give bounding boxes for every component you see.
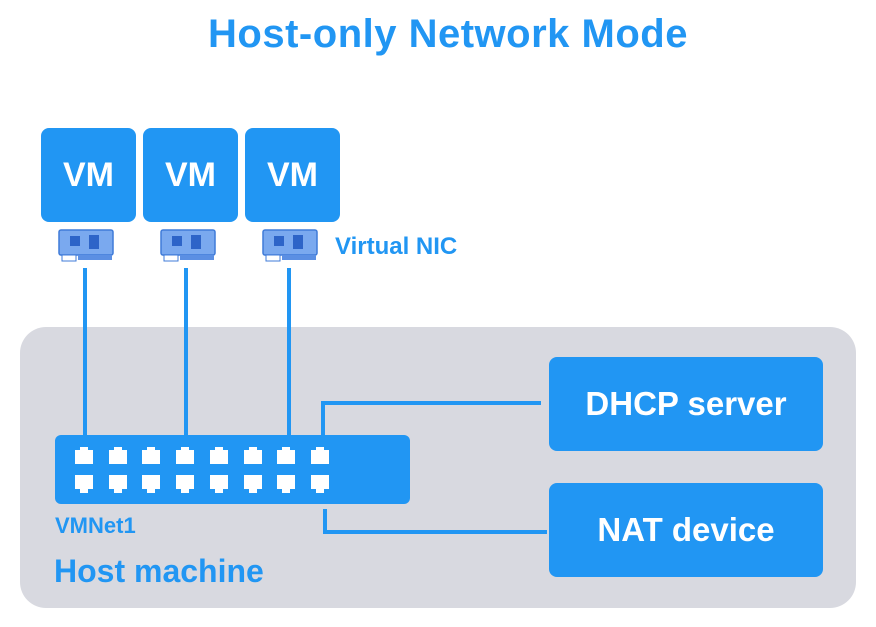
ethernet-port-icon: [176, 475, 195, 493]
virtual-nic-label: Virtual NIC: [335, 233, 458, 260]
ethernet-port-icon: [75, 475, 93, 493]
ethernet-port-icon: [142, 475, 161, 493]
host-machine-label: Host machine: [54, 553, 264, 589]
ethernet-port-icon: [142, 447, 161, 464]
nat-connection-line-horizontal: [323, 530, 547, 534]
dhcp-server-box: DHCP server: [549, 357, 823, 451]
network-card-icon: [262, 229, 318, 262]
dhcp-connection-line-vertical: [321, 401, 325, 435]
ethernet-port-icon: [243, 447, 262, 464]
ethernet-port-icon: [108, 447, 127, 464]
ethernet-port-icon: [75, 447, 93, 464]
ethernet-port-icon: [209, 475, 228, 493]
vm-box-1: VM: [41, 128, 136, 222]
network-card-icon: [58, 229, 114, 262]
vm1-connection-line: [83, 268, 87, 436]
diagram-title: Host-only Network Mode: [208, 12, 688, 56]
dhcp-connection-line-horizontal: [321, 401, 541, 405]
nat-device-box: NAT device: [549, 483, 823, 577]
vmnet-label: VMNet1: [55, 513, 136, 538]
ethernet-port-icon: [310, 447, 329, 464]
nat-connection-line-vertical: [323, 509, 327, 533]
vm-box-2: VM: [143, 128, 238, 222]
ethernet-port-icon: [277, 447, 296, 464]
ethernet-port-icon: [108, 475, 127, 493]
ethernet-port-icon: [243, 475, 262, 493]
vm2-connection-line: [184, 268, 188, 436]
vm3-connection-line: [287, 268, 291, 436]
ethernet-port-icon: [310, 475, 329, 493]
ethernet-port-icon: [209, 447, 228, 464]
ethernet-port-icon: [277, 475, 296, 493]
ethernet-port-icon: [176, 447, 195, 464]
vm-box-3: VM: [245, 128, 340, 222]
network-card-icon: [160, 229, 216, 262]
